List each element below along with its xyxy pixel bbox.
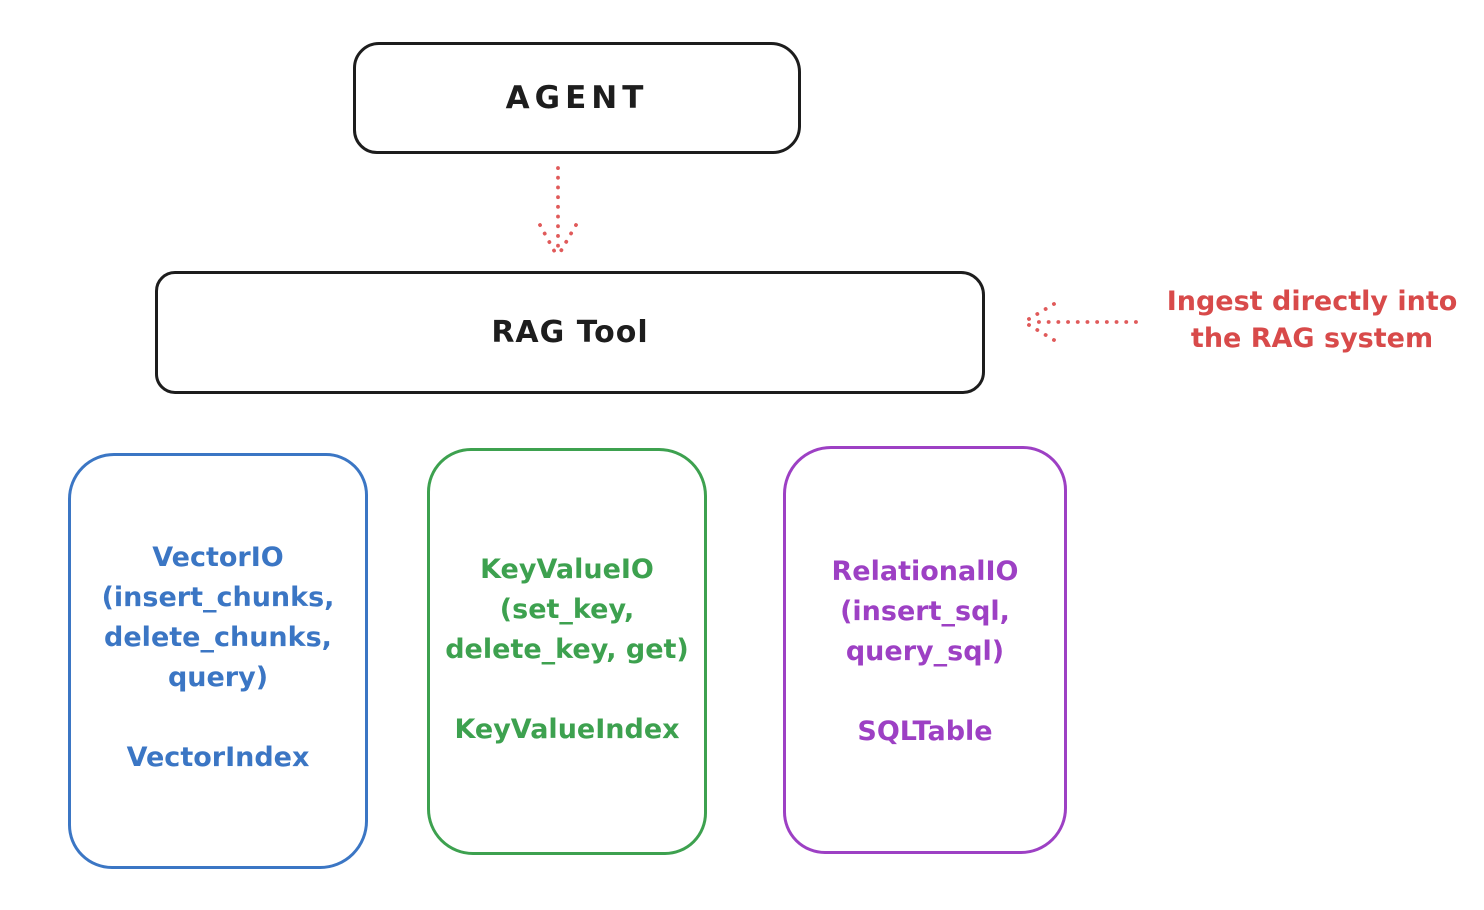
ingest-annotation-line2: the RAG system [1190, 323, 1434, 354]
keyvalue-io-title: KeyValueIO (set_key, delete_key, get) [445, 554, 689, 665]
provider-card-vector-io: VectorIO (insert_chunks, delete_chunks, … [68, 453, 368, 869]
agent-label: AGENT [505, 80, 649, 116]
agent-to-rag-arrow [538, 166, 578, 258]
ingest-left-arrow [1022, 302, 1138, 342]
keyvalue-index-label: KeyValueIndex [454, 714, 680, 745]
ingest-annotation: Ingest directly into the RAG system [1140, 283, 1484, 357]
vector-index-label: VectorIndex [126, 742, 310, 773]
rag-tool-label: RAG Tool [491, 315, 649, 350]
sql-table-label: SQLTable [857, 716, 993, 747]
relational-io-title: RelationalIO (insert_sql, query_sql) [831, 556, 1019, 667]
agent-node: AGENT [353, 42, 801, 154]
provider-card-relational-io: RelationalIO (insert_sql, query_sql) SQL… [783, 446, 1067, 854]
provider-card-keyvalue-io: KeyValueIO (set_key, delete_key, get) Ke… [427, 448, 707, 855]
rag-tool-node: RAG Tool [155, 271, 985, 394]
vector-io-title: VectorIO (insert_chunks, delete_chunks, … [101, 542, 335, 693]
ingest-annotation-line1: Ingest directly into [1166, 286, 1458, 317]
